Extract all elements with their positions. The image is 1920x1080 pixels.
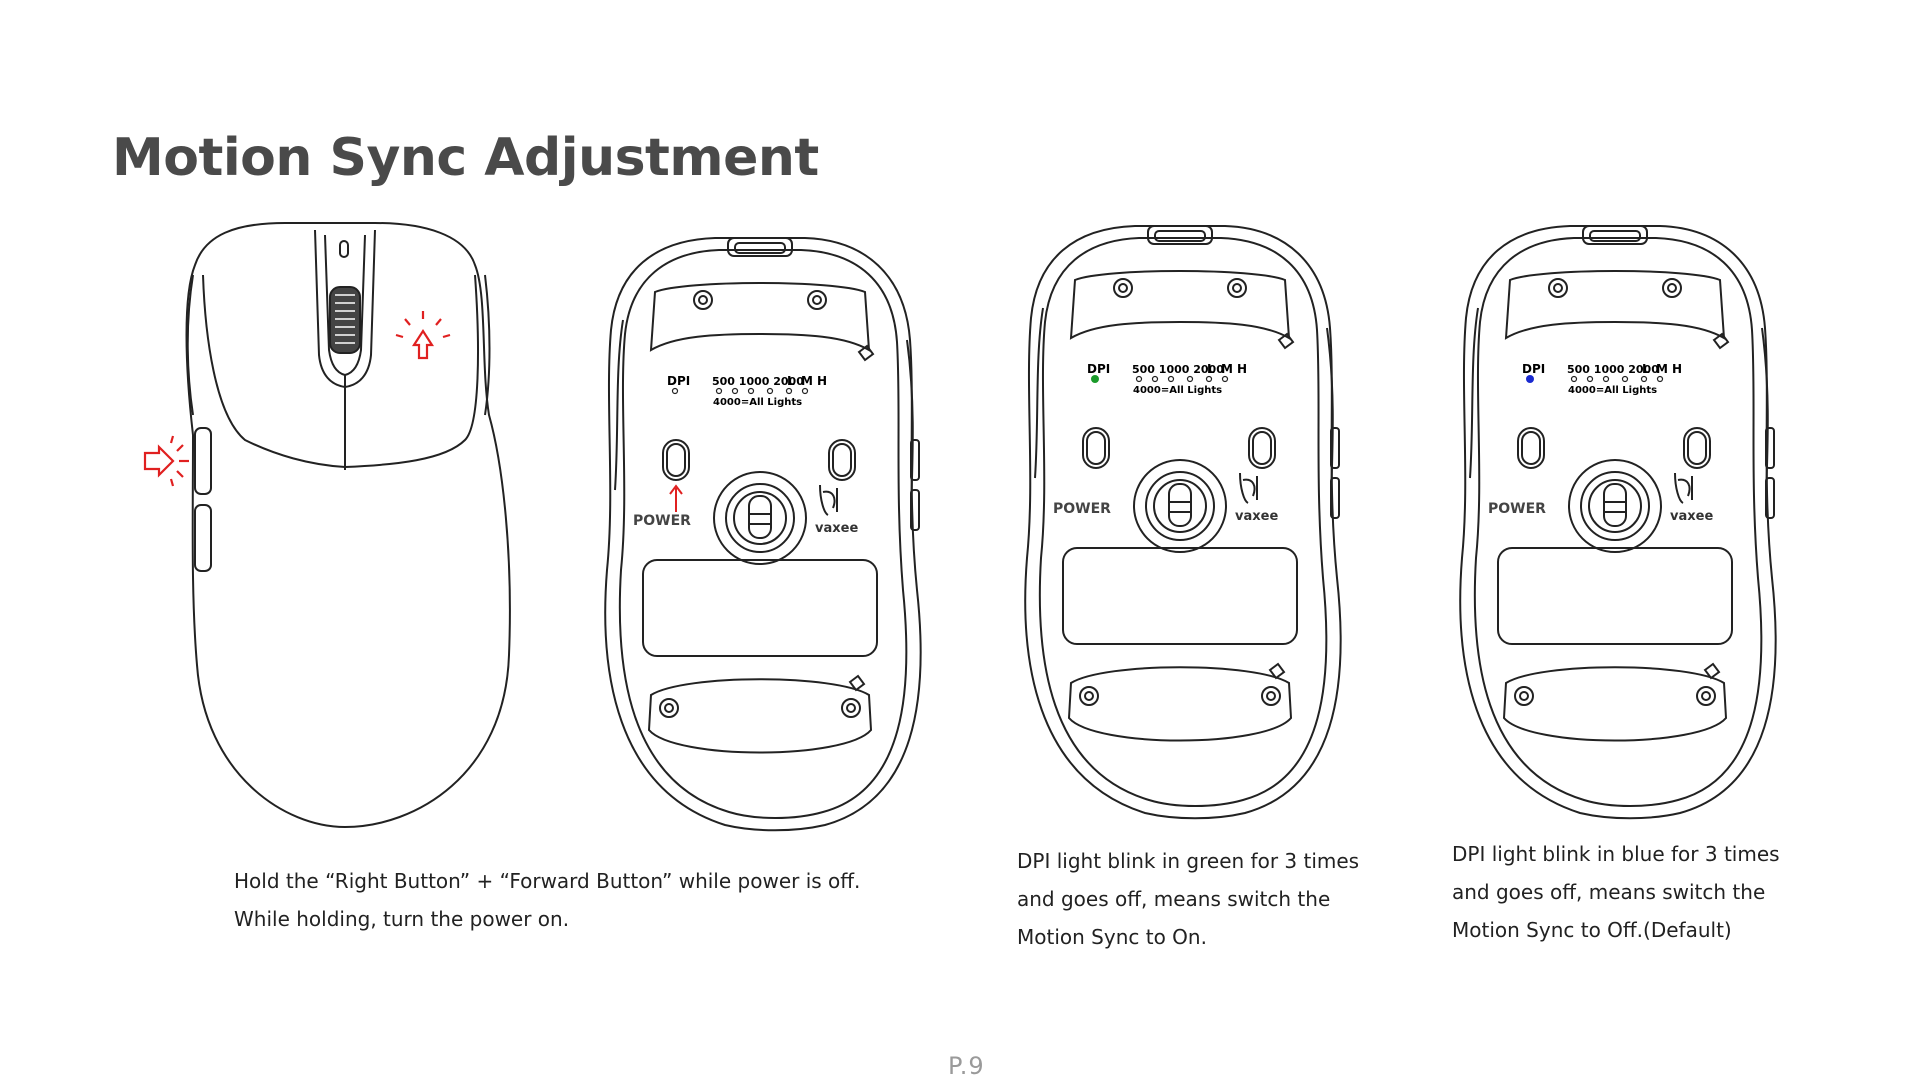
level-m-label: M: [801, 374, 813, 388]
caption-line: Motion Sync to On.: [1017, 925, 1207, 949]
dpi-label: DPI: [1522, 362, 1545, 376]
level-m-label: M: [1656, 362, 1668, 376]
mouse-bottom-view-green-led: DPI 500 1000 2000 L M H 4000=All Lights …: [1024, 225, 1342, 820]
power-label: POWER: [1488, 501, 1546, 517]
caption-line: DPI light blink in blue for 3 times: [1452, 842, 1780, 866]
dpi-label: DPI: [667, 374, 690, 388]
dpi-values-label: 500 1000 2000: [1567, 363, 1659, 376]
forward-button-click-indicator: [143, 435, 189, 487]
power-label: POWER: [633, 513, 691, 529]
dpi-led-green: [1091, 375, 1099, 383]
level-l-label: L: [1207, 362, 1215, 376]
dpi-values-label: 500 1000 2000: [1132, 363, 1224, 376]
caption-hold-buttons: Hold the “Right Button” + “Forward Butto…: [234, 862, 860, 938]
dpi-led-blue: [1526, 375, 1534, 383]
level-h-label: H: [1672, 362, 1682, 376]
caption-line: DPI light blink in green for 3 times: [1017, 849, 1360, 873]
mouse-top-view: [143, 222, 511, 829]
caption-line: Motion Sync to Off.(Default): [1452, 918, 1732, 942]
caption-line: and goes off, means switch the: [1452, 880, 1766, 904]
power-switch-arrow: [669, 484, 683, 512]
brand-label: vaxee: [815, 521, 858, 536]
dpi-label: DPI: [1087, 362, 1110, 376]
brand-label: vaxee: [1670, 509, 1713, 524]
level-l-label: L: [1642, 362, 1650, 376]
caption-line: and goes off, means switch the: [1017, 887, 1331, 911]
back-button: [194, 504, 212, 572]
all-lights-label: 4000=All Lights: [713, 397, 802, 408]
right-button-click-indicator: [395, 311, 451, 360]
level-m-label: M: [1221, 362, 1233, 376]
mouse-bottom-view-power: DPI 500 1000 2000 L M H 4000=All Lights …: [604, 237, 922, 832]
all-lights-label: 4000=All Lights: [1568, 385, 1657, 396]
mouse-bottom-view-blue-led: DPI 500 1000 2000 L M H 4000=All Lights …: [1459, 225, 1777, 820]
caption-line: While holding, turn the power on.: [234, 907, 570, 931]
page-title: Motion Sync Adjustment: [112, 128, 819, 188]
all-lights-label: 4000=All Lights: [1133, 385, 1222, 396]
forward-button: [194, 427, 212, 495]
caption-motion-sync-off: DPI light blink in blue for 3 times and …: [1452, 835, 1780, 949]
level-h-label: H: [817, 374, 827, 388]
page-number: P.9: [948, 1052, 985, 1080]
caption-motion-sync-on: DPI light blink in green for 3 times and…: [1017, 842, 1359, 956]
power-label: POWER: [1053, 501, 1111, 517]
brand-label: vaxee: [1235, 509, 1278, 524]
level-h-label: H: [1237, 362, 1247, 376]
dpi-values-label: 500 1000 2000: [712, 375, 804, 388]
caption-line: Hold the “Right Button” + “Forward Butto…: [234, 869, 861, 893]
level-l-label: L: [787, 374, 795, 388]
